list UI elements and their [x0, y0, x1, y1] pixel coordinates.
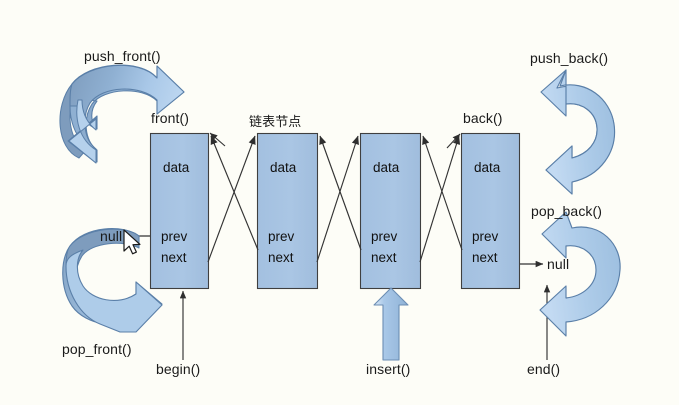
label-null-left: null	[100, 228, 123, 244]
link-prev-4-3	[422, 135, 463, 251]
node-2-next: next	[268, 250, 294, 265]
front-pointer-line	[209, 132, 226, 147]
label-pop-back: pop_back()	[531, 203, 603, 219]
node-1-data: data	[163, 160, 190, 175]
node-boxes	[149, 132, 521, 290]
link-next-3-4	[419, 135, 461, 263]
label-push-back: push_back()	[530, 50, 609, 66]
link-prev-2-1	[210, 135, 259, 251]
node-3-prev: prev	[371, 229, 398, 244]
node-1-next: next	[161, 250, 187, 265]
node-4-prev: prev	[472, 229, 499, 244]
pointer-links	[207, 135, 463, 263]
label-pop-front: pop_front()	[62, 341, 132, 357]
insert-arrow	[373, 287, 409, 361]
label-node-cn: 链表节点	[249, 115, 302, 130]
iterator-lines	[179, 132, 551, 360]
push-back-arrow	[540, 69, 616, 195]
link-next-1-2	[207, 135, 256, 263]
label-insert: insert()	[366, 361, 411, 377]
node-4-next: next	[472, 250, 498, 265]
node-2-prev: prev	[268, 229, 295, 244]
label-end: end()	[527, 361, 561, 377]
label-back: back()	[463, 110, 503, 126]
link-next-2-3	[316, 135, 359, 263]
node-2-data: data	[270, 160, 297, 175]
node-box-2	[256, 132, 319, 290]
label-begin: begin()	[156, 361, 201, 377]
node-box-3	[359, 132, 422, 290]
node-box-1	[149, 132, 210, 290]
mouse-pointer-icon	[123, 229, 141, 255]
node-4-data: data	[474, 160, 501, 175]
pop-front-arrow	[62, 228, 163, 333]
node-1-prev: prev	[161, 229, 188, 244]
label-front: front()	[151, 110, 190, 126]
label-null-right: null	[547, 256, 570, 272]
node-box-4	[460, 132, 521, 290]
pop-back-arrow	[539, 211, 621, 337]
node-3-next: next	[371, 250, 397, 265]
back-pointer-line	[446, 133, 461, 149]
link-prev-3-2	[319, 135, 362, 251]
label-push-front: push_front()	[84, 48, 161, 64]
push-front-arrow	[59, 64, 185, 164]
node-3-data: data	[373, 160, 400, 175]
